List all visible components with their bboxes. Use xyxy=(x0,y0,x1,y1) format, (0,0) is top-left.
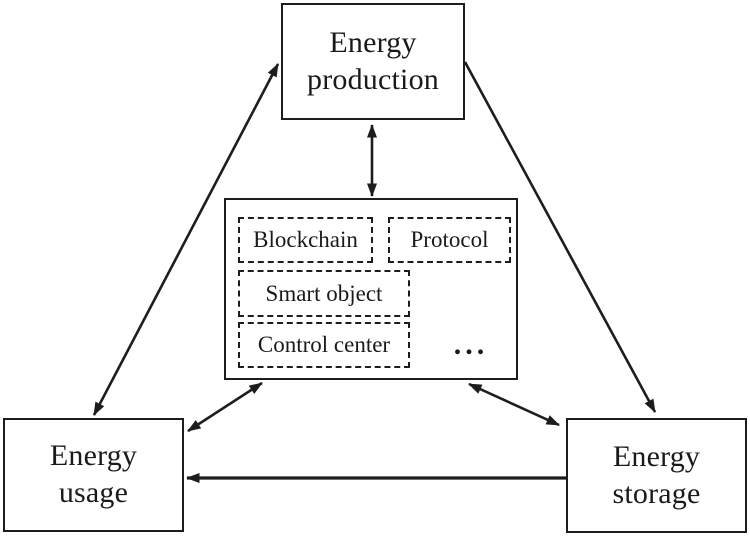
arrow-hub-storage xyxy=(468,382,560,427)
node-energy-production: Energy production xyxy=(281,3,465,120)
hub-component-smart-object-label: Smart object xyxy=(265,280,383,306)
node-energy-storage-label: Energy storage xyxy=(612,439,701,510)
hub-component-smart-object: Smart object xyxy=(238,270,410,317)
hub-component-control-center: Control center xyxy=(238,322,410,368)
hub-component-control-center-label: Control center xyxy=(257,332,391,357)
hub-component-protocol: Protocol xyxy=(388,217,511,263)
hub-component-blockchain: Blockchain xyxy=(238,217,373,263)
node-energy-production-label: Energy production xyxy=(307,25,439,96)
node-hub-container: Blockchain Protocol Smart object Control… xyxy=(224,198,518,380)
hub-component-blockchain-label: Blockchain xyxy=(253,227,358,252)
hub-more-indicator: ... xyxy=(453,328,489,361)
node-energy-storage: Energy storage xyxy=(566,418,747,533)
node-energy-usage: Energy usage xyxy=(3,418,184,532)
node-energy-usage-label: Energy usage xyxy=(49,439,138,509)
hub-component-protocol-label: Protocol xyxy=(410,227,489,252)
arrow-hub-usage xyxy=(187,381,263,433)
